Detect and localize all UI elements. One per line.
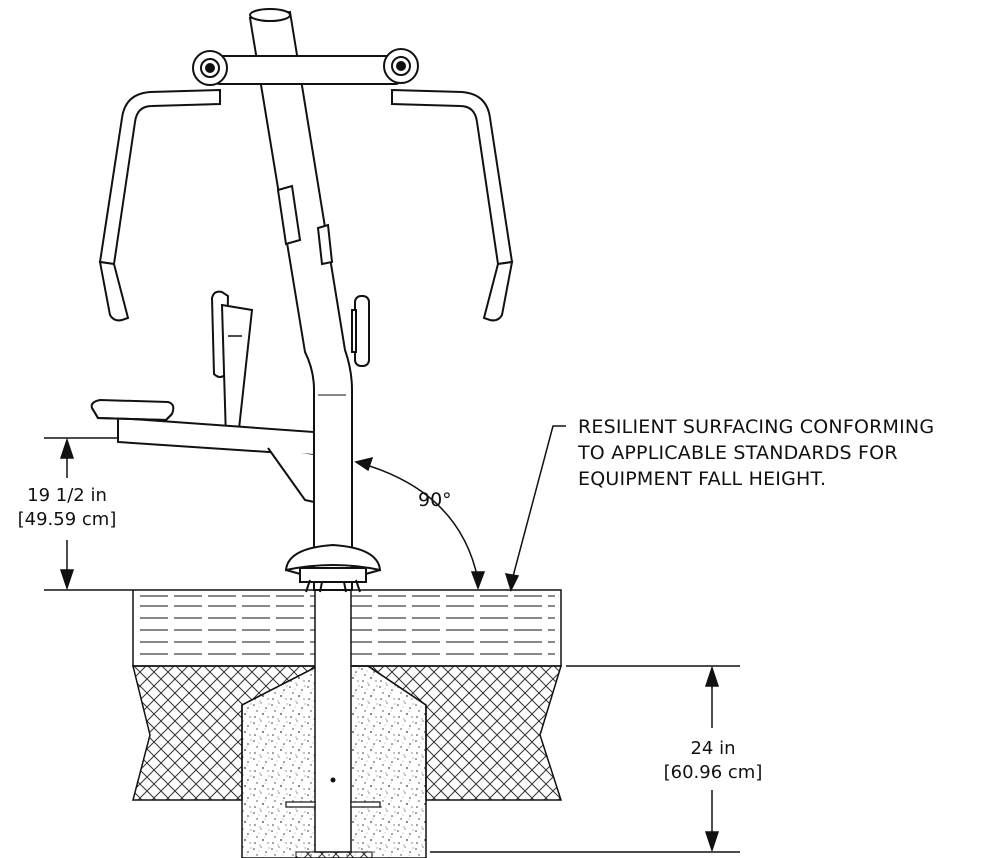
surfacing-note-line-2: TO APPLICABLE STANDARDS FOR xyxy=(578,442,898,464)
back-pads xyxy=(276,184,370,367)
angle-label: 90° xyxy=(418,489,452,511)
main-post xyxy=(248,8,353,591)
depth-dimension-lines xyxy=(430,665,740,853)
height-dimension-lines xyxy=(44,437,133,591)
surfacing-note-line-1: RESILIENT SURFACING CONFORMING xyxy=(578,416,935,438)
angle-indicator xyxy=(354,456,486,591)
footing-base xyxy=(295,851,373,858)
depth-dimension-metric: [60.96 cm] xyxy=(663,762,763,783)
height-dimension-imperial: 19 1/2 in xyxy=(27,485,107,506)
handle-arms xyxy=(98,48,514,322)
height-dimension-label: 19 1/2 in [49.59 cm] xyxy=(12,484,122,532)
base-collar xyxy=(284,543,382,593)
surfacing-note-line-3: EQUIPMENT FALL HEIGHT. xyxy=(578,468,827,490)
note-leader xyxy=(504,425,566,592)
seat-assembly xyxy=(90,290,315,504)
height-dimension-metric: [49.59 cm] xyxy=(17,509,117,530)
surfacing-note: RESILIENT SURFACING CONFORMING TO APPLIC… xyxy=(578,414,934,492)
depth-dimension-imperial: 24 in xyxy=(690,738,736,759)
depth-dimension-label: 24 in [60.96 cm] xyxy=(650,737,776,785)
